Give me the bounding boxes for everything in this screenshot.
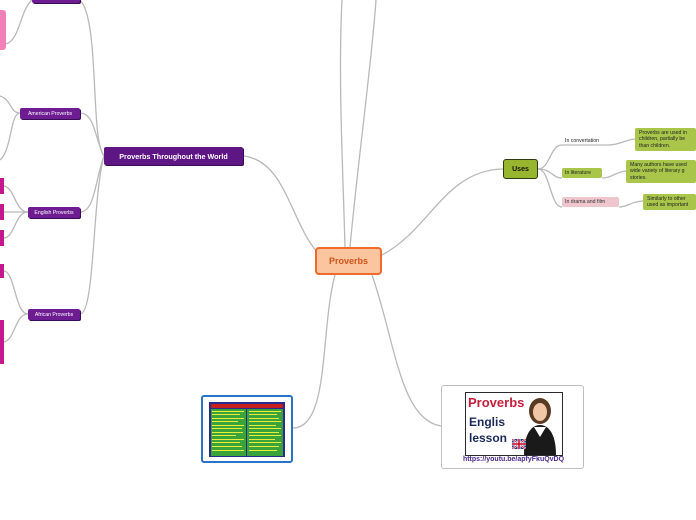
african-proverbs-node[interactable]: African Proverbs: [28, 309, 80, 320]
person-photo: [524, 398, 556, 455]
english-proverbs-label: English Proverbs: [34, 209, 74, 216]
proverb-table-picture: [209, 402, 285, 457]
topleft-pink-box[interactable]: [0, 10, 6, 50]
use-conversation-detail-text: Proverbs are used in children, partially…: [639, 130, 687, 149]
african-child-1[interactable]: [0, 264, 4, 278]
thumb-line3: lesson: [469, 431, 508, 445]
use-drama-film[interactable]: In drama and film: [562, 197, 619, 207]
english-child-1[interactable]: [0, 178, 4, 194]
american-proverbs-node[interactable]: American Proverbs: [20, 108, 80, 119]
topleft-partial-node[interactable]: [32, 0, 80, 3]
english-child-3[interactable]: [0, 230, 4, 246]
video-thumbnail[interactable]: Proverbs Englis lesson: [465, 392, 563, 456]
video-url-link[interactable]: https://youtu.be/apfyFkuQvDQ: [462, 456, 565, 463]
use-literature[interactable]: In literature: [562, 168, 602, 178]
african-proverbs-label: African Proverbs: [34, 311, 74, 318]
use-literature-detail[interactable]: Many authors have used wide variety of l…: [626, 160, 696, 183]
use-drama-detail-text: Similarly to other used as important: [647, 196, 689, 209]
use-drama-detail[interactable]: Similarly to other used as important: [643, 194, 696, 210]
african-child-2[interactable]: [0, 320, 4, 364]
uk-flag-icon: [512, 439, 526, 449]
use-conversation-detail[interactable]: Proverbs are used in children, partially…: [635, 128, 696, 151]
world-topic[interactable]: Proverbs Throughout the World: [104, 147, 243, 165]
central-label: Proverbs: [328, 256, 369, 266]
english-proverbs-node[interactable]: English Proverbs: [28, 207, 80, 218]
central-topic[interactable]: Proverbs: [315, 247, 382, 275]
use-literature-detail-text: Many authors have used wide variety of l…: [630, 162, 687, 181]
english-child-2[interactable]: [0, 204, 4, 220]
use-conversation[interactable]: In convertation: [565, 138, 615, 146]
world-label: Proverbs Throughout the World: [119, 151, 228, 161]
video-node[interactable]: Proverbs Englis lesson https://youtu.be/…: [441, 385, 584, 469]
thumb-title: Proverbs: [468, 395, 525, 410]
uses-topic[interactable]: Uses: [503, 159, 538, 179]
use-conversation-label: In convertation: [565, 138, 600, 144]
uses-label: Uses: [512, 165, 529, 173]
thumb-line2: Englis: [469, 415, 506, 429]
american-proverbs-label: American Proverbs: [27, 110, 73, 117]
use-literature-label: In literature: [565, 170, 591, 176]
use-drama-film-label: In drama and film: [565, 199, 606, 205]
table-image-node[interactable]: [201, 395, 293, 463]
